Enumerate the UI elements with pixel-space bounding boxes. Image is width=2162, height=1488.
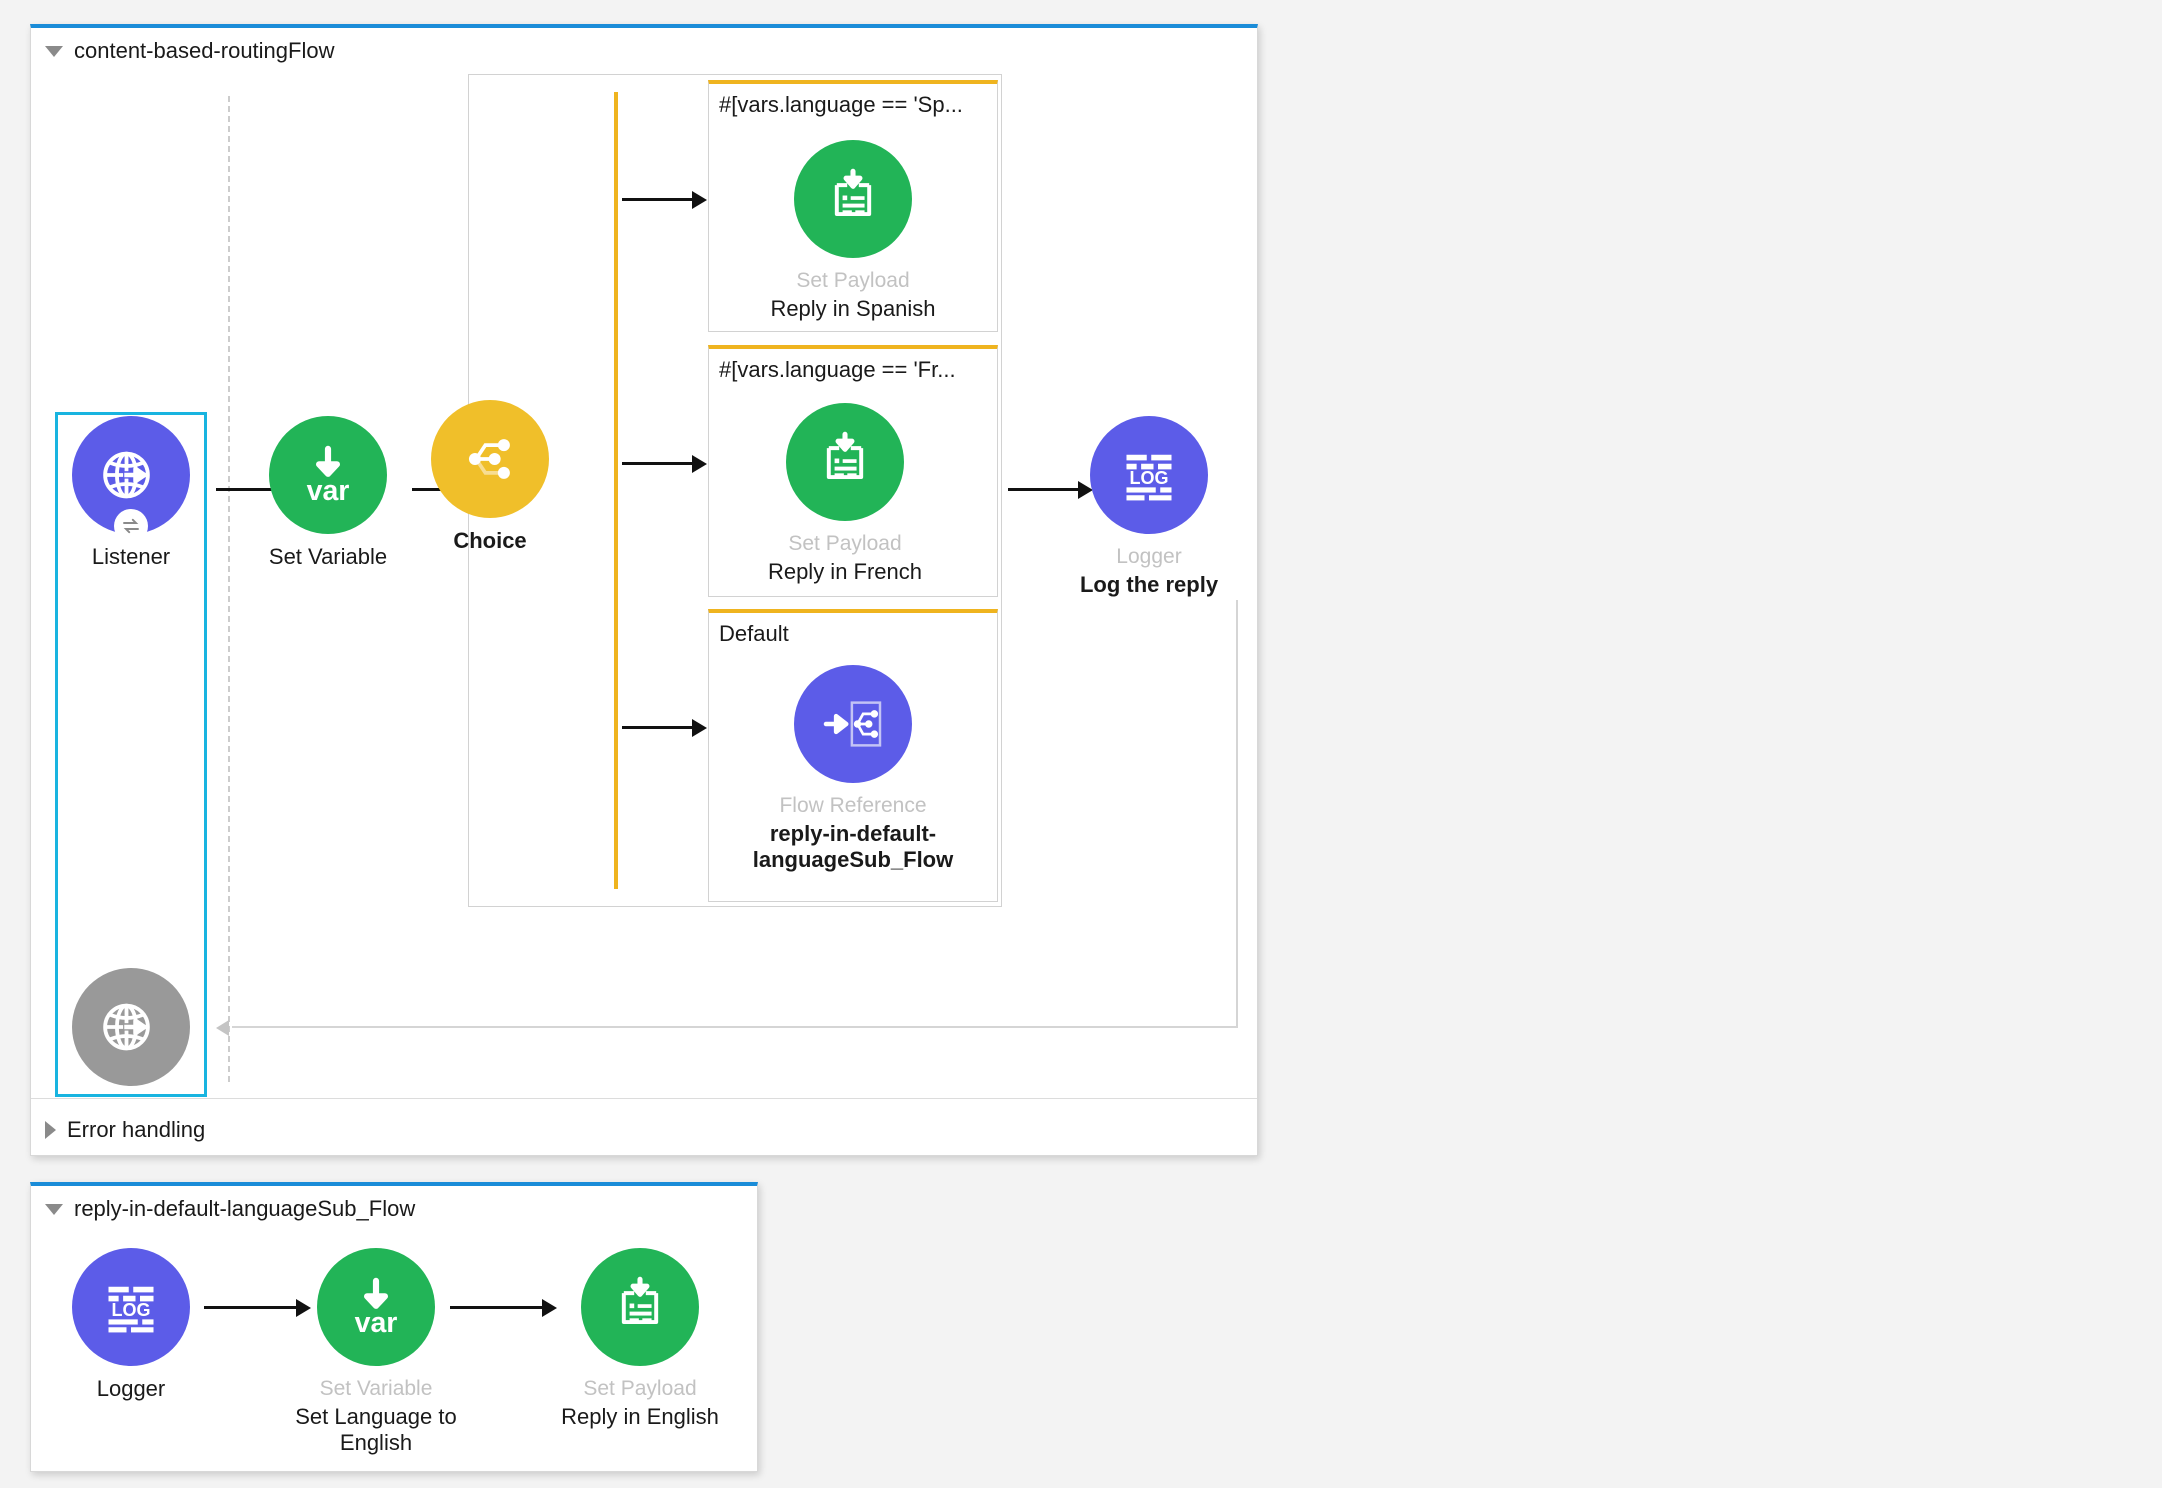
node-flow-reference[interactable]: Flow Reference reply-in-default- languag… xyxy=(738,665,968,874)
log-icon: LOG xyxy=(108,1286,154,1333)
logger-circle[interactable]: LOG xyxy=(1090,416,1208,534)
subflow-set-variable-name-line2: English xyxy=(339,1430,413,1456)
subflow-logger-name-label: Logger xyxy=(96,1376,166,1401)
listener-selection-box[interactable] xyxy=(55,412,207,1097)
connector-subflow-1-2 xyxy=(204,1306,298,1309)
subflow-set-variable-name-line1: Set Language to xyxy=(295,1403,457,1429)
exchange-icon xyxy=(114,509,148,543)
main-flow-header[interactable]: content-based-routingFlow xyxy=(45,38,334,64)
flow-reference-icon xyxy=(823,701,882,747)
connector-choice-default xyxy=(622,726,694,729)
set-payload-spanish-name-label: Reply in Spanish xyxy=(770,295,936,321)
triangle-right-icon[interactable] xyxy=(45,1120,56,1139)
triangle-down-icon[interactable] xyxy=(45,1203,63,1215)
subflow-set-payload-type-label: Set Payload xyxy=(583,1377,697,1400)
response-circle[interactable] xyxy=(72,968,190,1086)
sub-flow-header[interactable]: reply-in-default-languageSub_Flow xyxy=(45,1196,415,1222)
node-response[interactable] xyxy=(16,968,246,1086)
branch-condition-spanish: #[vars.language == 'Sp... xyxy=(719,92,963,117)
main-flow-title: content-based-routingFlow xyxy=(74,38,335,63)
svg-text:var: var xyxy=(307,475,350,507)
connector-choice-spanish xyxy=(622,198,694,201)
node-listener[interactable]: Listener xyxy=(16,416,246,571)
node-subflow-set-variable[interactable]: var Set Variable Set Language to English xyxy=(261,1248,491,1457)
set-payload-spanish-type-label: Set Payload xyxy=(796,269,910,292)
error-handling-strip[interactable]: Error handling xyxy=(31,1098,1257,1160)
flow-return-path xyxy=(232,600,1238,1028)
node-set-payload-french[interactable]: Set Payload Reply in French xyxy=(730,403,960,585)
log-icon: LOG xyxy=(1126,454,1172,501)
set-payload-french-circle[interactable] xyxy=(786,403,904,521)
subflow-set-variable-type-label: Set Variable xyxy=(319,1377,433,1400)
connector-arrowhead xyxy=(692,455,707,473)
set-payload-french-type-label: Set Payload xyxy=(788,532,902,555)
return-arrowhead xyxy=(216,1020,229,1036)
connector-arrowhead xyxy=(692,191,707,209)
branch-condition-default: Default xyxy=(719,621,789,646)
listener-circle[interactable] xyxy=(72,416,190,543)
logger-type-label: Logger xyxy=(1116,545,1182,568)
choice-rail xyxy=(614,92,618,889)
connector-choice-logger xyxy=(1008,488,1080,491)
node-subflow-logger[interactable]: LOG Logger xyxy=(16,1248,246,1403)
connector-arrowhead xyxy=(542,1299,557,1317)
logger-name-label: Log the reply xyxy=(1079,571,1219,597)
set-payload-icon xyxy=(834,168,872,216)
svg-text:LOG: LOG xyxy=(112,1300,151,1320)
flow-reference-name-line2: languageSub_Flow xyxy=(752,847,954,873)
node-set-payload-spanish[interactable]: Set Payload Reply in Spanish xyxy=(738,140,968,322)
listener-name-label: Listener xyxy=(91,544,171,569)
set-variable-name-label: Set Variable xyxy=(268,544,388,569)
set-payload-french-name-label: Reply in French xyxy=(767,558,923,584)
choice-branch-icon xyxy=(468,439,510,479)
connector-choice-french xyxy=(622,462,694,465)
set-payload-icon xyxy=(621,1276,659,1324)
subflow-logger-circle[interactable]: LOG xyxy=(72,1248,190,1366)
flow-reference-name-label: reply-in-default- languageSub_Flow xyxy=(753,821,953,875)
svg-text:var: var xyxy=(355,1307,398,1339)
var-down-arrow-icon: var xyxy=(307,445,350,507)
connector-arrowhead xyxy=(296,1299,311,1317)
triangle-down-icon[interactable] xyxy=(45,45,63,57)
connector-subflow-2-3 xyxy=(450,1306,544,1309)
choice-circle[interactable] xyxy=(431,400,549,518)
connector-arrowhead xyxy=(692,719,707,737)
globe-arrow-icon xyxy=(103,1003,150,1051)
globe-arrow-icon xyxy=(103,451,150,499)
flow-reference-name-line1: reply-in-default- xyxy=(769,820,937,846)
set-payload-spanish-circle[interactable] xyxy=(794,140,912,258)
source-process-divider xyxy=(228,96,230,1082)
node-logger[interactable]: LOG Logger Log the reply xyxy=(1034,416,1264,598)
node-subflow-set-payload[interactable]: Set Payload Reply in English xyxy=(525,1248,755,1430)
node-choice[interactable]: Choice xyxy=(375,400,605,555)
connector-listener-setvariable xyxy=(216,488,288,491)
subflow-set-payload-circle[interactable] xyxy=(581,1248,699,1366)
node-set-variable[interactable]: var Set Variable xyxy=(213,416,443,571)
set-payload-icon xyxy=(826,431,864,479)
sub-flow-title: reply-in-default-languageSub_Flow xyxy=(74,1196,416,1221)
var-down-arrow-icon: var xyxy=(355,1277,398,1339)
svg-text:LOG: LOG xyxy=(1130,468,1169,488)
subflow-set-variable-circle[interactable]: var xyxy=(317,1248,435,1366)
flow-reference-circle[interactable] xyxy=(794,665,912,783)
error-handling-label: Error handling xyxy=(67,1116,206,1142)
flow-reference-type-label: Flow Reference xyxy=(779,794,927,817)
choice-name-label: Choice xyxy=(453,528,527,553)
subflow-set-variable-name-label: Set Language to English xyxy=(295,1404,456,1458)
connector-arrowhead xyxy=(1078,481,1093,499)
branch-condition-french: #[vars.language == 'Fr... xyxy=(719,357,956,382)
set-variable-circle[interactable]: var xyxy=(269,416,387,534)
subflow-set-payload-name-label: Reply in English xyxy=(561,1403,719,1429)
